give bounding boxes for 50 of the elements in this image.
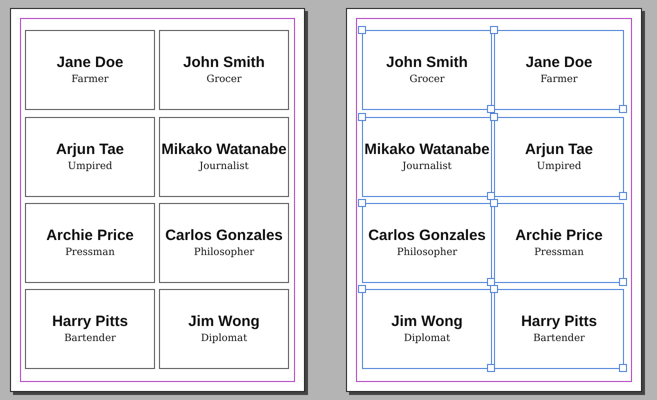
person-name: Jim Wong bbox=[188, 312, 260, 332]
name-card bbox=[25, 289, 155, 369]
page-sheet bbox=[10, 8, 305, 392]
person-name: Jim Wong bbox=[391, 312, 463, 332]
name-card bbox=[494, 203, 624, 283]
occupation-text: Bartender bbox=[533, 332, 585, 346]
name-card bbox=[159, 30, 289, 110]
name-card bbox=[362, 203, 492, 283]
page-sheet bbox=[346, 8, 642, 392]
occupation-text: Bartender bbox=[64, 332, 116, 346]
occupation-text: Philosopher bbox=[396, 246, 458, 260]
occupation-text: Journalist bbox=[199, 160, 249, 174]
occupation-text: Grocer bbox=[206, 73, 242, 87]
name-card bbox=[25, 117, 155, 197]
person-name: John Smith bbox=[183, 53, 265, 73]
occupation-text: Diplomat bbox=[404, 332, 450, 346]
person-name: Arjun Tae bbox=[524, 140, 594, 160]
occupation-text: Grocer bbox=[409, 73, 445, 87]
occupation-text: Umpired bbox=[536, 160, 582, 174]
name-card bbox=[494, 289, 624, 369]
name-card bbox=[362, 30, 492, 110]
occupation-text: Pressman bbox=[534, 246, 584, 260]
person-name: Mikako Watanabe bbox=[364, 140, 490, 160]
person-name: Harry Pitts bbox=[521, 312, 597, 332]
person-name: Carlos Gonzales bbox=[368, 226, 486, 246]
name-card bbox=[159, 203, 289, 283]
occupation-text: Farmer bbox=[71, 73, 109, 87]
person-name: Arjun Tae bbox=[56, 140, 124, 160]
person-name: John Smith bbox=[386, 53, 468, 73]
person-name: Archie Price bbox=[515, 226, 603, 246]
occupation-text: Umpired bbox=[68, 160, 112, 174]
person-name: Archie Price bbox=[46, 226, 134, 246]
person-name: Jane Doe bbox=[56, 53, 124, 73]
name-card bbox=[25, 30, 155, 110]
occupation-text: Philosopher bbox=[194, 246, 254, 260]
occupation-text: Pressman bbox=[65, 246, 115, 260]
occupation-text: Diplomat bbox=[200, 332, 248, 346]
name-card bbox=[494, 30, 624, 110]
name-card bbox=[362, 117, 492, 197]
name-card bbox=[25, 203, 155, 283]
name-card bbox=[159, 117, 289, 197]
name-card bbox=[494, 117, 624, 197]
occupation-text: Journalist bbox=[402, 160, 452, 174]
person-name: Mikako Watanabe bbox=[161, 140, 287, 160]
person-name: Jane Doe bbox=[526, 53, 592, 73]
occupation-text: Farmer bbox=[540, 73, 578, 87]
person-name: Harry Pitts bbox=[52, 312, 128, 332]
name-card bbox=[159, 289, 289, 369]
person-name: Carlos Gonzales bbox=[165, 226, 283, 246]
name-card bbox=[362, 289, 492, 369]
